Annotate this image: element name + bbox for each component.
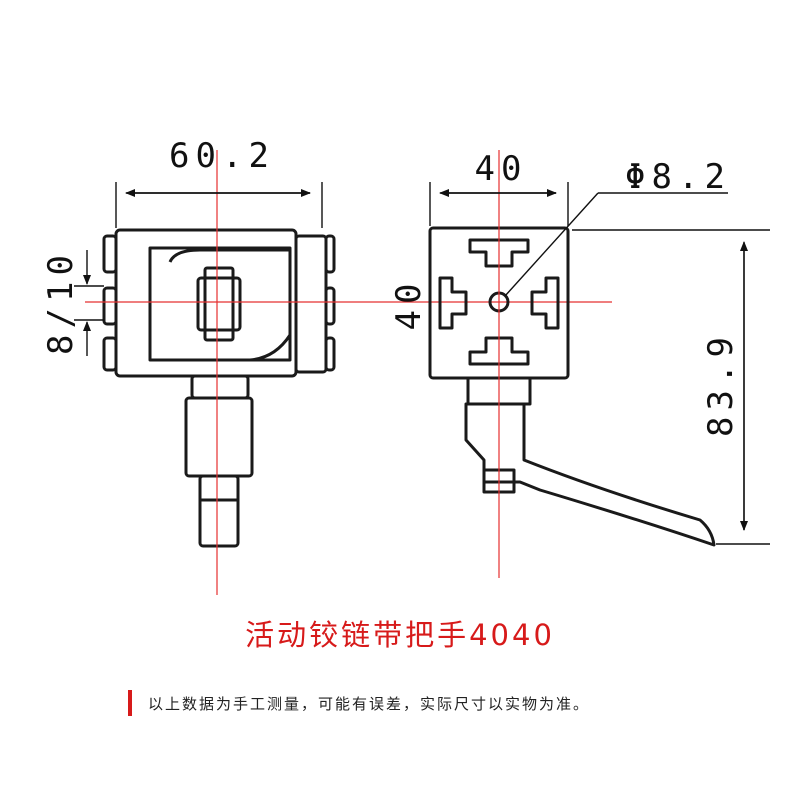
right-view	[428, 226, 716, 547]
hole-diameter-label: Φ8.2	[625, 157, 731, 197]
note-accent-bar	[128, 690, 132, 716]
left-inner-frame	[148, 246, 292, 362]
left-width-label: 60.2	[169, 136, 275, 176]
right-width-dimension	[429, 182, 569, 226]
hole-leader	[504, 192, 728, 297]
left-view	[102, 228, 336, 548]
total-height-label: 83.9	[701, 331, 741, 437]
product-title: 活动铰链带把手4040	[245, 618, 555, 652]
total-height-dimension	[572, 229, 770, 545]
right-width-label: 40	[475, 149, 528, 189]
left-centerlines	[85, 150, 612, 595]
measurement-note: 以上数据为手工测量，可能有误差，实际尺寸以实物为准。	[148, 695, 591, 713]
left-width-dimension	[115, 182, 323, 228]
side-height-dimension	[74, 250, 104, 356]
right-height-label: 40	[389, 278, 429, 331]
side-height-label: 8/10	[41, 249, 81, 355]
